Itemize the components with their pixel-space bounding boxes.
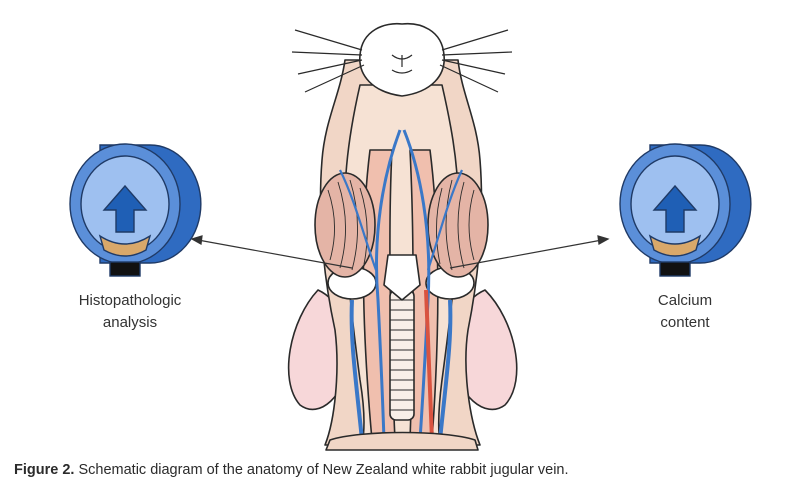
vein-section-right <box>619 143 752 277</box>
right-label-line2: content <box>660 314 710 331</box>
jugular-vein-left-branch <box>375 129 402 441</box>
flow-arrow-left <box>102 184 148 233</box>
masseter-right <box>427 172 489 278</box>
arrow-head-right <box>597 235 610 245</box>
flow-arrow-right <box>652 184 698 233</box>
jugular-vein-right <box>438 299 453 441</box>
stand-left <box>109 261 141 277</box>
left-label-line1: Histopathologic <box>78 292 182 309</box>
figure-caption: Figure 2. Schematic diagram of the anato… <box>14 462 569 478</box>
pointer-arrows <box>190 235 610 269</box>
jugular-vein-left <box>349 299 364 441</box>
stand-right <box>659 261 691 277</box>
tissue-sample-left <box>98 234 152 257</box>
vein-section-left <box>69 143 202 277</box>
left-label-line2: analysis <box>102 314 158 331</box>
whiskers <box>291 29 513 93</box>
caption-text: Schematic diagram of the anatomy of New … <box>78 462 569 478</box>
arrow-to-right-sample <box>449 239 603 269</box>
arrow-to-left-sample <box>197 239 353 269</box>
rabbit-illustration <box>287 22 518 451</box>
caption-prefix: Figure 2. <box>14 462 75 478</box>
facial-vein-right <box>426 169 463 271</box>
tissue-sample-right <box>648 234 702 257</box>
trachea <box>389 289 415 421</box>
larynx <box>383 254 421 301</box>
histopathologic-analysis-label: Histopathologic analysis <box>40 290 220 334</box>
masseter-left <box>314 172 376 278</box>
facial-vein-left <box>339 169 378 271</box>
calcium-content-label: Calcium content <box>600 290 770 334</box>
carotid-artery <box>424 289 434 441</box>
arrow-head-left <box>190 235 203 245</box>
chest-collar <box>325 431 479 451</box>
right-label-line1: Calcium <box>657 292 713 309</box>
